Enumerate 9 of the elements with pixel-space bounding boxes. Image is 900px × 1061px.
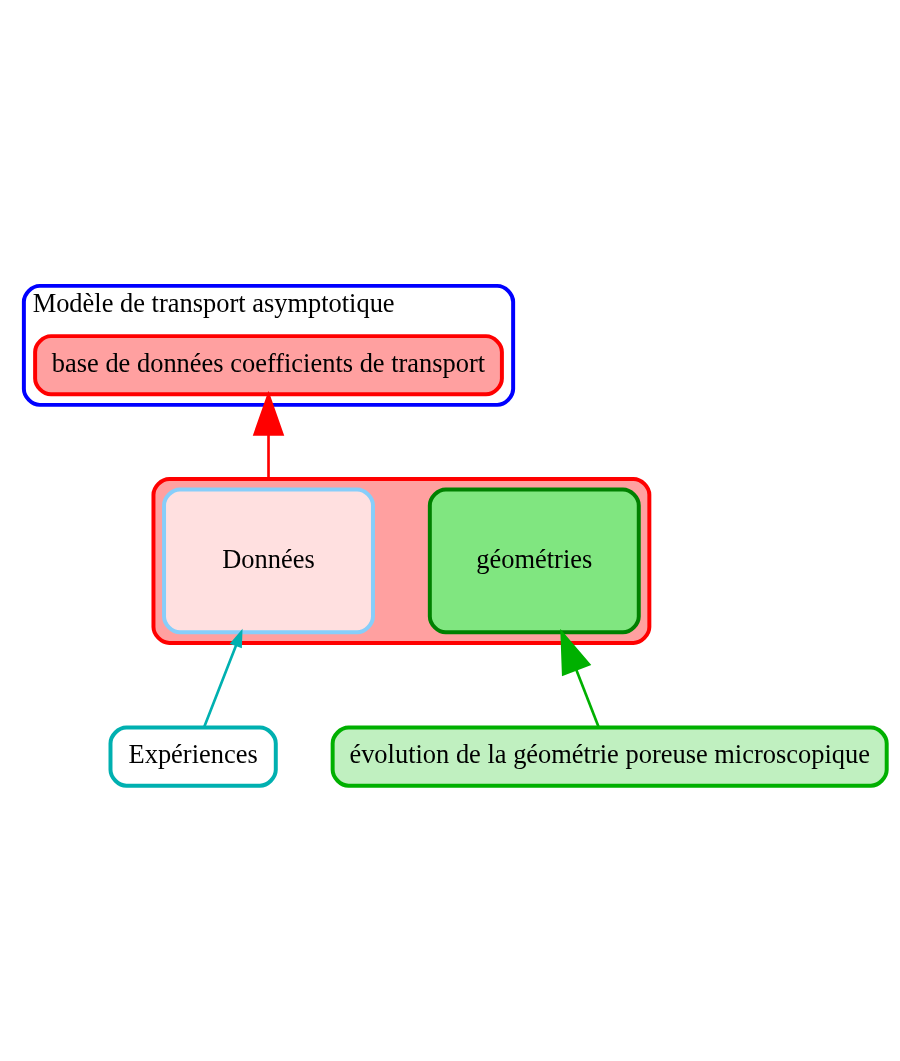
cluster <box>151 476 652 645</box>
node-box: évolution de la géométrie poreuse microscopique <box>330 725 889 788</box>
node-box: Données <box>162 487 375 635</box>
node-box: base de données coefficients de transport <box>33 334 504 397</box>
node-box: Expériences <box>108 725 278 788</box>
arrow <box>202 628 243 728</box>
arrow <box>560 628 600 728</box>
arrow <box>252 390 285 479</box>
node-box: géométries <box>427 487 641 635</box>
